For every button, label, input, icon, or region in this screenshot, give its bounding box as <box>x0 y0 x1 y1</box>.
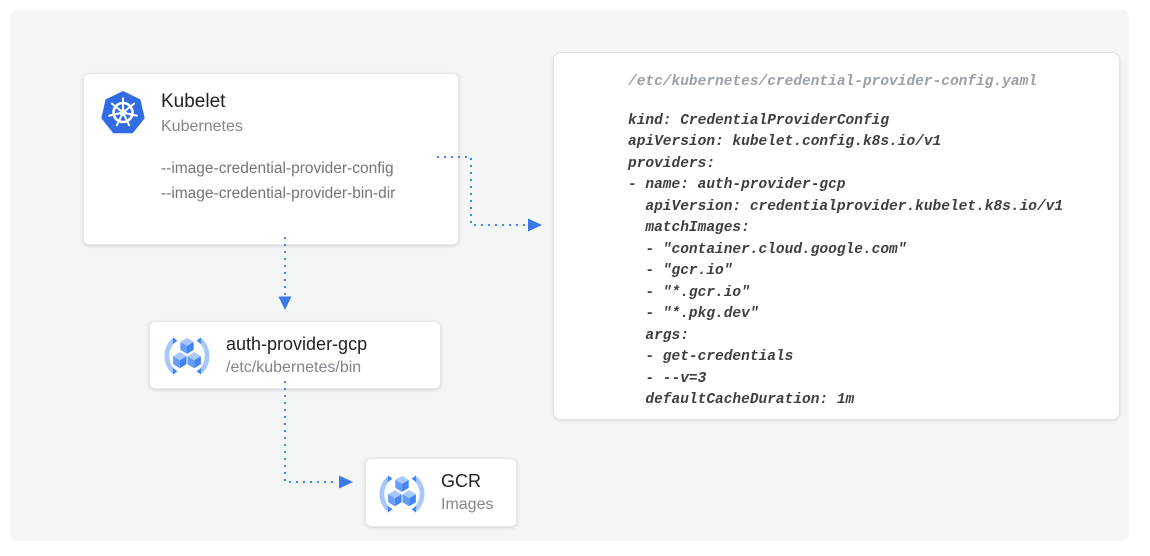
config-file-path: /etc/kubernetes/credential-provider-conf… <box>628 74 1037 90</box>
gcr-registry-icon <box>164 337 210 375</box>
credential-provider-config-panel: /etc/kubernetes/credential-provider-conf… <box>553 52 1120 420</box>
gcr-node: GCR Images <box>365 458 517 527</box>
config-file-yaml: kind: CredentialProviderConfig apiVersio… <box>628 112 1064 409</box>
gcr-title: GCR <box>441 471 481 491</box>
auth-provider-gcp-node: auth-provider-gcp /etc/kubernetes/bin <box>149 321 441 389</box>
kubelet-flag-config: --image-credential-provider-config <box>161 160 394 177</box>
auth-provider-subtitle: /etc/kubernetes/bin <box>226 359 362 376</box>
diagram-canvas: Kubelet Kubernetes --image-credential-pr… <box>10 10 1129 541</box>
gcr-registry-icon <box>379 475 425 513</box>
auth-provider-title: auth-provider-gcp <box>226 334 368 354</box>
gcr-subtitle: Images <box>441 496 494 513</box>
kubelet-flag-bin-dir: --image-credential-provider-bin-dir <box>161 184 396 202</box>
kubernetes-logo-icon <box>101 91 145 134</box>
kubelet-title: Kubelet <box>161 91 226 112</box>
kubelet-subtitle: Kubernetes <box>161 118 243 135</box>
kubelet-node: Kubelet Kubernetes --image-credential-pr… <box>83 73 459 245</box>
kubelet-flags: --image-credential-provider-config --ima… <box>161 157 395 206</box>
